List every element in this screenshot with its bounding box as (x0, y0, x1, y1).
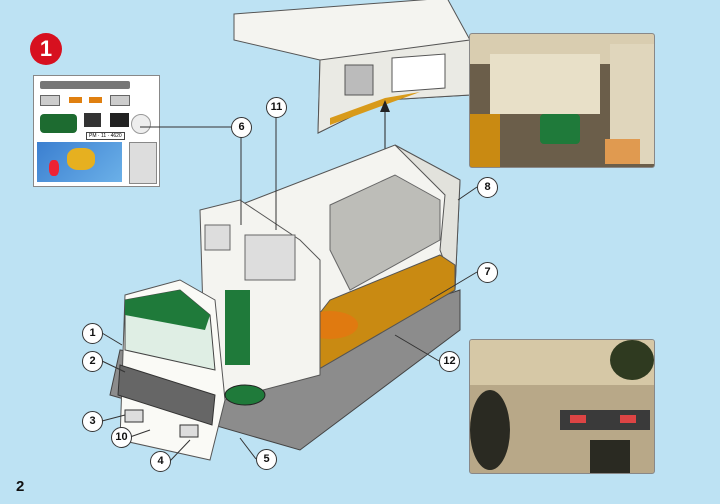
sticker-indicator (89, 97, 102, 103)
callout-3: 3 (82, 411, 103, 432)
truck-box-body (239, 144, 461, 381)
leader-lines (101, 117, 478, 462)
callout-4: 4 (150, 451, 171, 472)
callout-12: 12 (439, 351, 460, 372)
callout-8: 8 (477, 177, 498, 198)
inset-photo-rear (469, 339, 655, 474)
sticker-taillight (84, 113, 101, 127)
callout-2: 2 (82, 351, 103, 372)
sticker-sheet: PM · 11 · 4620 (33, 75, 160, 187)
sticker-taillight (110, 113, 129, 127)
page-number: 2 (16, 478, 25, 495)
roof-part (233, 0, 471, 134)
callout-5: 5 (256, 449, 277, 470)
inset-photo-interior (469, 33, 655, 168)
sticker-calendar (129, 142, 157, 184)
sticker-lightbar (40, 81, 130, 89)
step-number-badge: 1 (30, 33, 62, 65)
callout-10: 10 (111, 427, 132, 448)
callout-6: 6 (231, 117, 252, 138)
arrow-head-icon (380, 100, 390, 112)
sticker-world-map (37, 142, 122, 182)
callout-1: 1 (82, 323, 103, 344)
sticker-indicator (69, 97, 82, 103)
sticker-headlight (40, 95, 60, 106)
sticker-headlight (110, 95, 130, 106)
callout-11: 11 (266, 97, 287, 118)
callout-7: 7 (477, 262, 498, 283)
sticker-license-plate: PM · 11 · 4620 (86, 132, 125, 140)
sticker-logo-green (40, 114, 77, 133)
sticker-emblem (131, 114, 151, 134)
truck-cab (117, 199, 321, 461)
